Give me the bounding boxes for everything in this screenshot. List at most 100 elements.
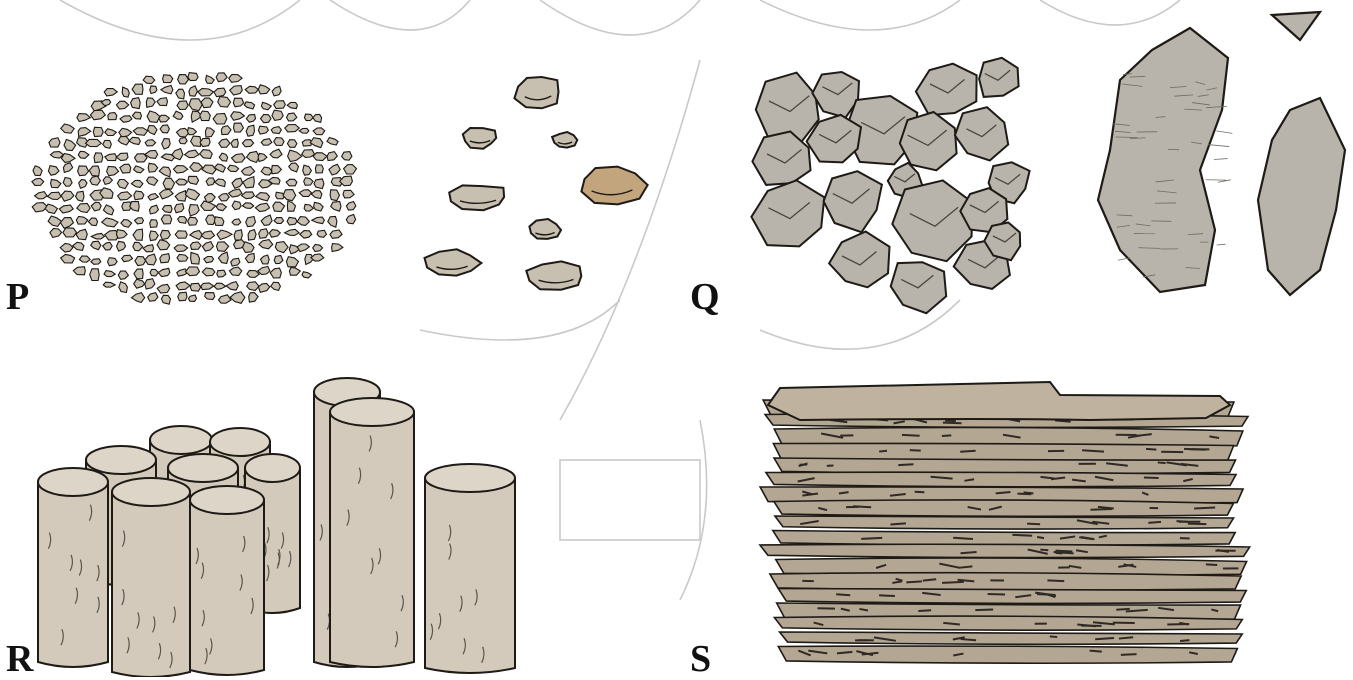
plate [774,616,1242,630]
granule [327,152,337,161]
granule [33,166,42,176]
granule [287,217,297,225]
granule [61,154,75,163]
granule [150,269,158,276]
granule [215,179,226,187]
granule [178,217,187,224]
granule [116,153,128,161]
granule [272,166,282,174]
plate-speck [943,423,962,424]
granule [202,242,213,252]
crumb [463,128,496,149]
granule [258,126,268,134]
granule [90,176,101,185]
granule [216,73,227,82]
crumb [514,77,558,108]
granule [228,165,239,171]
block [892,180,972,261]
crumb [425,249,482,275]
granule [232,201,241,210]
plate-speck [1158,462,1166,463]
granule [232,178,243,188]
granule [185,267,199,276]
plate [774,458,1236,474]
plate-speck [902,435,920,436]
fragment-hatch [1217,244,1226,245]
granule [116,230,127,239]
granule [103,282,115,287]
granule [134,269,143,279]
granule [217,230,232,239]
granule [118,192,132,200]
crumb [529,219,561,239]
granule [104,271,115,277]
granule [232,219,241,225]
granule [191,136,202,146]
granule [90,110,105,120]
column-back-top [210,428,270,456]
plate-speck [996,492,1011,493]
granule [343,190,354,198]
granule [134,191,144,200]
granule [117,180,128,189]
granule [89,166,99,176]
granule [133,229,143,240]
granule [132,84,143,94]
granule [145,254,156,265]
granule [131,98,141,109]
granule [271,127,281,134]
granule [242,192,255,199]
plate [773,531,1235,546]
plate-speck [1095,638,1114,639]
granule [201,98,213,108]
granule [200,138,210,146]
fragment-hatch [1116,137,1138,138]
panel-label-q: Q [690,278,720,316]
granule [244,102,254,109]
granule [60,218,73,229]
granule [221,126,231,135]
granule [32,203,47,212]
granule [274,101,286,109]
granule [330,230,342,238]
granule [60,243,73,252]
granule [202,268,215,276]
granule [201,201,216,210]
granule [91,233,104,239]
column-front-top [112,478,190,506]
granule [214,217,224,226]
granule [188,73,198,81]
granule [145,279,155,289]
granule [160,230,170,239]
granule [247,151,260,162]
granule [258,266,270,274]
granule [150,86,157,94]
plate-speck [1050,636,1057,637]
granule [103,140,112,148]
granule [218,97,231,107]
granule [218,252,228,263]
granule [226,282,238,291]
granule [177,101,188,110]
granule [287,113,297,121]
granule [216,204,226,211]
granule [148,194,158,201]
granule [163,178,174,189]
plate-speck [879,451,887,452]
granule [48,192,62,199]
granule [134,166,144,173]
granule [300,231,312,239]
granule [35,192,48,199]
granule [246,217,256,227]
granule [342,152,352,161]
granule [219,194,230,201]
granule [86,139,102,146]
granule [176,179,188,185]
granule [173,111,183,119]
granule [258,153,267,161]
plate [766,472,1236,487]
granule [274,218,284,224]
granule [285,229,300,235]
granule [160,254,170,263]
plate-speck [960,451,975,452]
